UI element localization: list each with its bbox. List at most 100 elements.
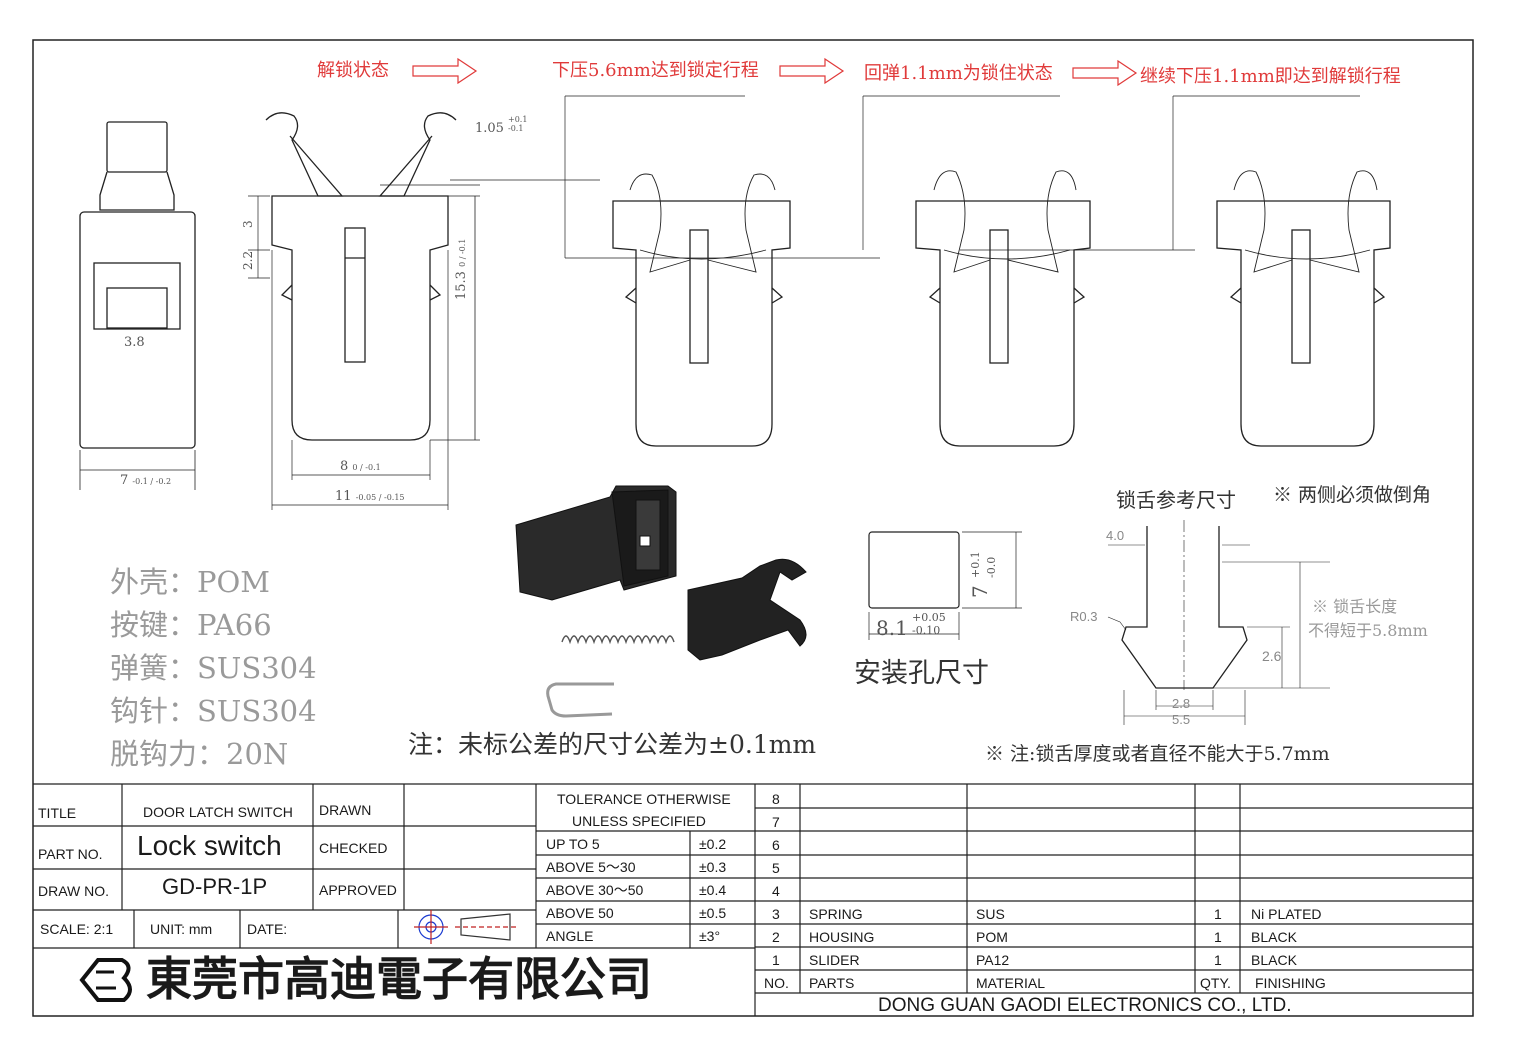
bom-material-1: PA12 — [976, 952, 1010, 968]
material-shell: 外壳：POM — [110, 565, 270, 599]
stroke-view-2 — [862, 95, 1195, 447]
dim-step-22: 2.2 — [241, 250, 255, 270]
title-value: DOOR LATCH SWITCH — [143, 804, 293, 820]
tongue-dim-top: 4.0 — [1106, 528, 1125, 543]
dim-height: 15.3 0 / -0.1 — [454, 238, 469, 300]
bom-no-2: 2 — [772, 929, 780, 945]
draw-value: GD-PR-1P — [162, 874, 268, 899]
bom-no-6: 6 — [772, 837, 780, 853]
side-view — [79, 121, 196, 490]
dim-window: 3.8 — [124, 335, 145, 350]
bom-no-1: 1 — [772, 952, 780, 968]
mount-hole-width: 8.1 — [876, 616, 908, 640]
front-view — [248, 112, 600, 510]
tolerance-range-4: ABOVE 50 — [546, 905, 614, 921]
drawn-label: DRAWN — [319, 802, 372, 818]
mount-hole-height: 7 — [968, 585, 992, 598]
tongue-dim-26: 2.6 — [1262, 648, 1282, 664]
tolerance-header-2: UNLESS SPECIFIED — [572, 813, 706, 829]
step-arrow-1 — [412, 57, 478, 85]
date-label: DATE: — [247, 921, 288, 937]
tongue-drawing — [1107, 520, 1330, 725]
step-arrow-2 — [779, 57, 845, 85]
tongue-length-note-1: ※ 锁舌长度 — [1312, 597, 1398, 616]
mount-hole-width-tol-upper: +0.05 — [912, 611, 946, 624]
bom-finishing-2: BLACK — [1251, 929, 1297, 945]
tolerance-value-2: ±0.3 — [699, 859, 727, 875]
tolerance-value-5: ±3° — [699, 928, 721, 944]
tolerance-value-3: ±0.4 — [699, 882, 727, 898]
step-label-continue: 继续下压1.1mm即达到解锁行程 — [1140, 66, 1401, 87]
bom-no-5: 5 — [772, 860, 780, 876]
material-release-force: 脱钩力：20N — [110, 737, 289, 771]
tongue-dim-28: 2.8 — [1172, 696, 1191, 711]
tolerance-range-3: ABOVE 30～50 — [546, 882, 644, 898]
stroke-view-1 — [564, 95, 880, 447]
dim-top-offset: 1.05 — [475, 121, 504, 136]
material-hook: 钩针：SUS304 — [110, 694, 317, 728]
tolerance-range-5: ANGLE — [546, 928, 594, 944]
mount-hole-width-tol-lower: -0.10 — [912, 624, 941, 637]
mount-hole-height-tol-upper: +0.1 — [969, 551, 982, 578]
unit-label: UNIT: mm — [150, 921, 213, 937]
tolerance-note: 注：未标公差的尺寸公差为±0.1mm — [408, 730, 817, 759]
tolerance-value-4: ±0.5 — [699, 905, 727, 921]
bom-header-qty: QTY. — [1200, 975, 1231, 991]
dim-width-7: 7 -0.1 / -0.2 — [120, 473, 172, 488]
tolerance-range-2: ABOVE 5～30 — [546, 859, 636, 875]
tongue-length-note-2: 不得短于5.8mm — [1308, 621, 1428, 640]
bom-finishing-1: BLACK — [1251, 952, 1297, 968]
tongue-radius: R0.3 — [1070, 609, 1098, 624]
scale-label: SCALE: 2:1 — [40, 921, 114, 937]
step-label-unlock: 解锁状态 — [317, 60, 389, 81]
tongue-title: 锁舌参考尺寸 — [1116, 488, 1236, 512]
bom-header-material: MATERIAL — [976, 975, 1045, 991]
tongue-dim-55: 5.5 — [1172, 712, 1191, 727]
mount-hole-drawing — [868, 531, 1022, 640]
checked-label: CHECKED — [319, 840, 388, 856]
bom-finishing-3: Ni PLATED — [1251, 906, 1322, 922]
dim-step-3: 3 — [241, 220, 255, 228]
slider-part — [687, 558, 807, 661]
step-arrow-3 — [1072, 59, 1138, 87]
tolerance-header-1: TOLERANCE OTHERWISE — [557, 791, 731, 807]
bom-header-finishing: FINISHING — [1255, 975, 1326, 991]
bom-material-3: SUS — [976, 906, 1005, 922]
bom-no-7: 7 — [772, 814, 780, 830]
stroke-view-3 — [1172, 95, 1391, 447]
company-name-cn: 東莞市高迪電子有限公司 — [146, 952, 652, 1006]
dim-width-11: 11 -0.05 / -0.15 — [335, 489, 405, 504]
projection-symbol-icon — [414, 910, 516, 944]
bom-part-1: SLIDER — [809, 952, 860, 968]
step-label-press: 下压5.6mm达到锁定行程 — [552, 60, 759, 81]
part-label: PART NO. — [38, 846, 103, 862]
step-label-rebound: 回弹1.1mm为锁住状态 — [864, 63, 1053, 84]
bom-header-parts: PARTS — [809, 975, 855, 991]
bom-no-8: 8 — [772, 791, 780, 807]
bom-qty-1: 1 — [1214, 952, 1222, 968]
mount-hole-title: 安装孔尺寸 — [854, 658, 989, 689]
tongue-chamfer-note: ※ 两侧必须做倒角 — [1273, 484, 1432, 506]
tongue-thickness-note: ※ 注:锁舌厚度或者直径不能大于5.7mm — [985, 743, 1330, 765]
bom-qty-2: 1 — [1214, 929, 1222, 945]
title-block-lines — [33, 783, 1473, 1016]
bom-header-no: NO. — [764, 975, 789, 991]
material-button: 按键：PA66 — [110, 608, 272, 642]
part-value: Lock switch — [137, 830, 282, 861]
title-label: TITLE — [38, 805, 77, 821]
exploded-parts — [515, 485, 807, 718]
bom-no-4: 4 — [772, 883, 780, 899]
company-logo-icon — [79, 958, 132, 1002]
bom-material-2: POM — [976, 929, 1008, 945]
dim-width-8: 8 0 / -0.1 — [340, 459, 381, 474]
step-arrows — [412, 57, 1138, 87]
bom-no-3: 3 — [772, 906, 780, 922]
drawing-frame — [32, 39, 1474, 1017]
bom-part-2: HOUSING — [809, 929, 875, 945]
bom-qty-3: 1 — [1214, 906, 1222, 922]
company-name-en: DONG GUAN GAODI ELECTRONICS CO., LTD. — [878, 995, 1292, 1016]
approved-label: APPROVED — [319, 882, 397, 898]
hook-pin-part — [546, 682, 614, 718]
bom-part-3: SPRING — [809, 906, 863, 922]
